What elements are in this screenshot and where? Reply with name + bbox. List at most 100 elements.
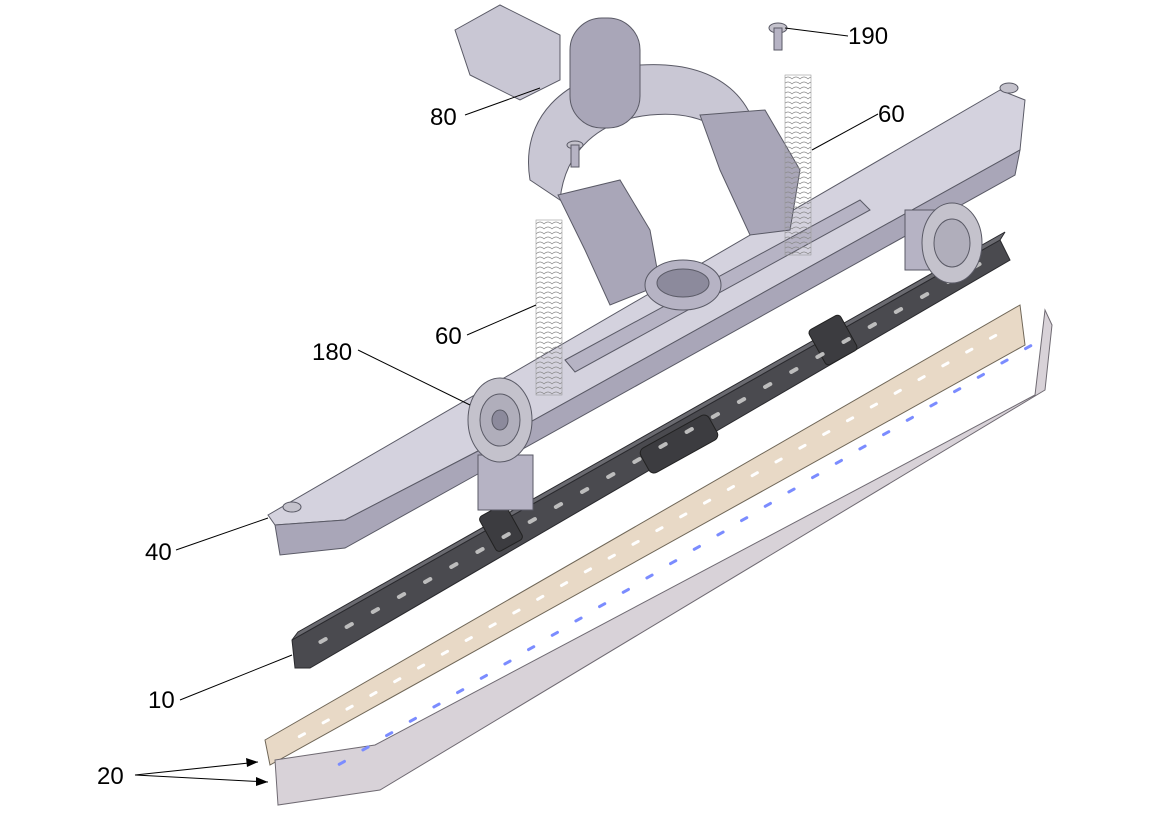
- strip-rib: [344, 622, 354, 629]
- blade-slot: [297, 732, 307, 739]
- frame-left-bracket: [477, 454, 534, 511]
- blade-slot: [512, 608, 521, 615]
- blade-slot: [488, 622, 497, 629]
- blade-slot: [527, 645, 536, 652]
- pin-part-190: [768, 22, 788, 51]
- strip-rib: [423, 577, 433, 584]
- leader-190: [784, 27, 849, 37]
- blade-slot: [321, 718, 330, 725]
- strip-rib: [527, 517, 537, 524]
- blade-slot: [941, 361, 950, 368]
- support-strip-ribs: [318, 262, 982, 644]
- arrowhead-20a: [246, 758, 258, 767]
- strip-rib: [893, 307, 904, 314]
- yoke-center-ring-hole: [656, 268, 710, 298]
- strip-rib: [501, 532, 511, 539]
- spring-left-part-60: [535, 219, 563, 396]
- blade-slot: [929, 401, 938, 408]
- strip-rib: [815, 352, 825, 359]
- yoke-dome-cap: [569, 17, 641, 129]
- blade-slot: [692, 544, 701, 551]
- blade-slot: [869, 402, 879, 409]
- strip-rib: [736, 397, 747, 404]
- blade-slot: [503, 659, 512, 666]
- blade-slot: [464, 636, 473, 642]
- strip-rib: [553, 502, 564, 509]
- main-frame-part-40: [267, 82, 1026, 556]
- frame-right-peg: [999, 82, 1019, 94]
- leader-60a: [811, 113, 879, 151]
- leader-60b: [466, 304, 537, 336]
- frame-left-peg: [282, 501, 302, 513]
- blade-slot: [811, 473, 820, 480]
- blade-back-strip: [264, 304, 1026, 766]
- blade-slot: [893, 388, 902, 395]
- strip-rib: [449, 562, 459, 569]
- blade-slot: [1024, 344, 1033, 351]
- blade-slot: [621, 587, 630, 594]
- blade-slot: [345, 704, 354, 711]
- blade-slot: [631, 539, 640, 546]
- blade-slot: [953, 387, 962, 394]
- support-strip-left-tab: [479, 504, 523, 552]
- blade-slot: [988, 333, 998, 340]
- support-strip-right-tab: [808, 314, 858, 366]
- blade-slot: [845, 416, 855, 423]
- blade-slot: [607, 553, 616, 560]
- callout-40: 40: [145, 539, 172, 566]
- pin-secondary: [566, 140, 584, 168]
- strip-rib: [579, 487, 590, 494]
- blade-slot: [740, 516, 749, 523]
- blade-slot: [393, 677, 402, 684]
- blade-slot: [456, 688, 465, 695]
- blade-slot: [858, 444, 867, 451]
- blade-slot: [369, 690, 378, 697]
- blade-slot: [834, 458, 843, 465]
- blade-slot: [726, 484, 736, 491]
- strip-rib: [841, 337, 851, 344]
- blade-slot: [645, 573, 654, 580]
- callout-60-upper: 60: [878, 101, 905, 128]
- blade-slot: [976, 372, 985, 379]
- spring-right-part-60: [784, 74, 812, 256]
- blade-slot: [822, 430, 831, 436]
- strip-rib: [318, 637, 328, 644]
- yoke-mount-arm: [454, 4, 561, 101]
- blade-slot: [440, 649, 450, 656]
- blade-slot: [337, 759, 346, 766]
- leader-10: [179, 654, 293, 701]
- strip-rib: [684, 427, 694, 434]
- strip-rib: [606, 472, 616, 479]
- blade-slot: [583, 567, 593, 574]
- strip-rib: [763, 382, 773, 389]
- blade-slot: [598, 602, 607, 609]
- strip-rib: [789, 367, 799, 374]
- blade-slot: [559, 581, 569, 588]
- leader-lines: [134, 27, 879, 786]
- leader-20b: [134, 774, 269, 783]
- leader-180: [357, 349, 471, 406]
- blade-slot: [787, 487, 796, 494]
- strip-rib: [475, 547, 485, 554]
- callout-labels: 190 80 60 60 180 40 10 20: [97, 23, 905, 790]
- strip-rib: [396, 592, 407, 599]
- leader-80: [464, 87, 541, 116]
- blade-front-strip: [274, 308, 1053, 806]
- strip-rib: [919, 292, 930, 299]
- blade-front-slots: [337, 344, 1033, 766]
- blade-slot: [432, 702, 441, 709]
- blade-slot: [655, 526, 664, 533]
- wheel-left-part-180: [467, 377, 533, 463]
- callout-10: 10: [148, 687, 175, 714]
- blade-slot: [536, 594, 545, 601]
- blade-slot: [416, 663, 426, 670]
- blade-slot: [385, 731, 394, 738]
- leader-40: [175, 517, 269, 551]
- wheel-right: [921, 202, 983, 284]
- blade-slot: [702, 498, 712, 505]
- blade-slot: [669, 559, 678, 566]
- blade-back-slots: [297, 333, 998, 739]
- support-strip-part-10: [291, 231, 1011, 669]
- blade-slot: [763, 501, 772, 508]
